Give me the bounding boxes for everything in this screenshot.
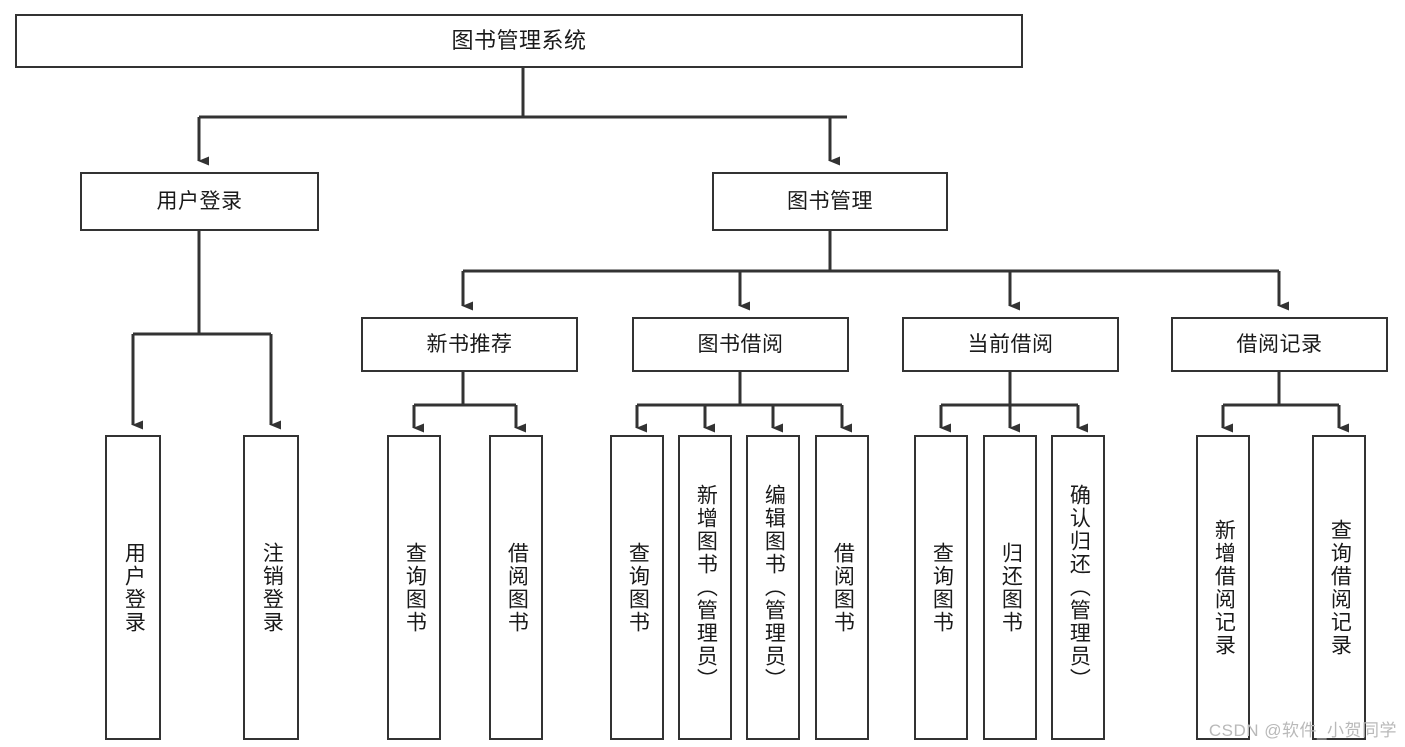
- node-leaf-borrow-book-1[interactable]: 借阅图书: [489, 435, 543, 740]
- node-label: 借阅图书: [831, 541, 855, 634]
- node-leaf-query-book-2[interactable]: 查询图书: [610, 435, 664, 740]
- node-user-login[interactable]: 用户登录: [80, 172, 319, 231]
- node-label: 查询图书: [626, 541, 650, 634]
- node-label: 借阅记录: [1236, 333, 1323, 356]
- node-label: 图书管理: [787, 190, 873, 213]
- node-leaf-borrow-book-2[interactable]: 借阅图书: [815, 435, 869, 740]
- node-borrow-record[interactable]: 借阅记录: [1171, 317, 1388, 372]
- node-label: 查询图书: [930, 541, 954, 634]
- node-label: 注销登录: [260, 541, 284, 634]
- node-leaf-user-login[interactable]: 用户登录: [105, 435, 161, 740]
- node-label: 新增图书（管理员）: [694, 484, 718, 691]
- node-leaf-query-book-3[interactable]: 查询图书: [914, 435, 968, 740]
- node-label: 用户登录: [122, 541, 146, 634]
- node-label: 当前借阅: [967, 333, 1054, 356]
- node-label: 新书推荐: [426, 333, 513, 356]
- node-label: 编辑图书（管理员）: [762, 484, 786, 691]
- node-leaf-add-record[interactable]: 新增借阅记录: [1196, 435, 1250, 740]
- node-label: 查询借阅记录: [1328, 518, 1352, 657]
- node-label: 新增借阅记录: [1212, 518, 1236, 657]
- node-book-management-system[interactable]: 图书管理系统: [15, 14, 1023, 68]
- node-label: 图书借阅: [697, 333, 784, 356]
- csdn-watermark: CSDN @软件_小贺同学: [1208, 721, 1397, 740]
- node-leaf-add-book[interactable]: 新增图书（管理员）: [678, 435, 732, 740]
- node-label: 借阅图书: [505, 541, 529, 634]
- node-leaf-confirm-return[interactable]: 确认归还（管理员）: [1051, 435, 1105, 740]
- node-current-borrow[interactable]: 当前借阅: [902, 317, 1119, 372]
- node-leaf-query-book-1[interactable]: 查询图书: [387, 435, 441, 740]
- node-label: 归还图书: [999, 541, 1023, 634]
- node-leaf-query-record[interactable]: 查询借阅记录: [1312, 435, 1366, 740]
- node-label: 查询图书: [403, 541, 427, 634]
- node-label: 用户登录: [156, 190, 243, 213]
- node-book-manage[interactable]: 图书管理: [712, 172, 948, 231]
- node-leaf-return-book[interactable]: 归还图书: [983, 435, 1037, 740]
- node-leaf-logout-login[interactable]: 注销登录: [243, 435, 299, 740]
- node-label: 确认归还（管理员）: [1067, 484, 1091, 691]
- node-label: 图书管理系统: [451, 28, 587, 53]
- node-book-borrow[interactable]: 图书借阅: [632, 317, 849, 372]
- node-new-book-recommend[interactable]: 新书推荐: [361, 317, 578, 372]
- node-leaf-edit-book[interactable]: 编辑图书（管理员）: [746, 435, 800, 740]
